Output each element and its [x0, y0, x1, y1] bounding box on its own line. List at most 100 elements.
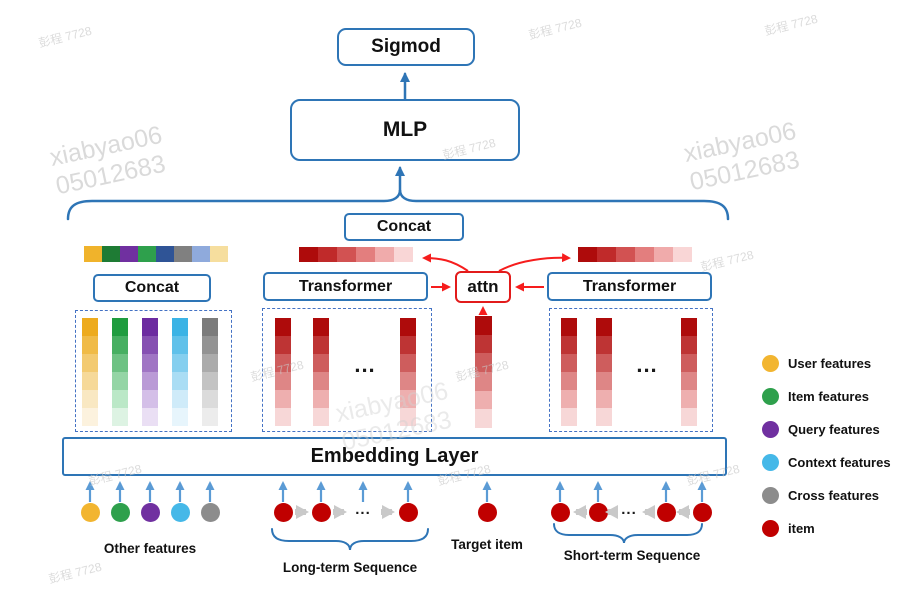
query-feature-dot — [140, 503, 160, 522]
color-segment — [112, 336, 128, 354]
color-segment — [275, 372, 291, 390]
color-segment — [616, 247, 635, 262]
color-segment — [475, 390, 492, 410]
transformer-left-output-strip — [299, 247, 413, 262]
legend-label: item — [788, 520, 815, 536]
color-segment — [681, 354, 697, 372]
short-term-item-dot — [692, 503, 712, 522]
legend: User features Item features Query featur… — [762, 354, 891, 537]
embedding-bar-context — [172, 318, 188, 426]
color-segment — [681, 318, 697, 336]
color-segment — [681, 390, 697, 408]
color-segment — [172, 408, 188, 426]
color-segment — [313, 354, 329, 372]
watermark: 彭程 7728 — [37, 23, 94, 51]
color-segment — [142, 336, 158, 354]
color-segment — [192, 246, 210, 262]
color-segment — [275, 336, 291, 354]
color-segment — [275, 318, 291, 336]
color-segment — [120, 246, 138, 262]
embedding-bar-long-item — [275, 318, 291, 426]
transformer-right-output-strip — [578, 247, 692, 262]
embedding-bar-short-item — [681, 318, 697, 426]
color-segment — [673, 247, 692, 262]
color-segment — [275, 408, 291, 426]
watermark: 彭程 7728 — [763, 11, 820, 39]
attn-to-right-strip-arrow — [498, 253, 571, 272]
color-segment — [202, 390, 218, 408]
color-segment — [337, 247, 356, 262]
color-segment — [82, 372, 98, 390]
color-segment — [356, 247, 375, 262]
mlp-box: MLP — [290, 99, 520, 161]
legend-label: User features — [788, 355, 872, 371]
legend-swatch — [762, 420, 779, 438]
color-segment — [142, 408, 158, 426]
user-feature-dot — [80, 503, 100, 522]
legend-item-context: Context features — [762, 453, 891, 471]
concat-left-box: Concat — [93, 274, 211, 302]
other-features-embedding-group — [75, 310, 232, 432]
color-segment — [400, 354, 416, 372]
color-segment — [596, 318, 612, 336]
concat-top-box: Concat — [344, 213, 464, 241]
color-segment — [275, 390, 291, 408]
embedding-input-arrows — [85, 481, 707, 502]
embedding-bar-long-item — [400, 318, 416, 426]
attn-box: attn — [455, 271, 511, 303]
watermark: 彭程 7728 — [47, 559, 104, 587]
color-segment — [112, 354, 128, 372]
color-segment — [313, 318, 329, 336]
item-feature-dot — [110, 503, 130, 522]
legend-label: Cross features — [788, 487, 880, 503]
color-segment — [475, 334, 492, 354]
cross-feature-dot — [200, 503, 220, 522]
color-segment — [578, 247, 597, 262]
color-segment — [142, 372, 158, 390]
color-segment — [681, 372, 697, 390]
color-segment — [138, 246, 156, 262]
color-segment — [400, 408, 416, 426]
long-term-item-dot — [398, 503, 418, 522]
legend-item-query: Query features — [762, 420, 891, 438]
watermark-line: xiabyao06 — [681, 116, 799, 168]
legend-swatch — [762, 486, 779, 504]
watermark-line: 05012683 — [53, 149, 168, 200]
embedding-bar-long-item — [313, 318, 329, 426]
embedding-bar-user — [82, 318, 98, 426]
long-term-embedding-group — [262, 308, 432, 432]
color-segment — [142, 390, 158, 408]
color-segment — [102, 246, 120, 262]
color-segment — [597, 247, 616, 262]
color-segment — [172, 372, 188, 390]
color-segment — [400, 318, 416, 336]
ellipsis: ... — [621, 501, 637, 518]
color-segment — [596, 336, 612, 354]
color-segment — [112, 408, 128, 426]
target-item-label: Target item — [451, 537, 523, 552]
color-segment — [82, 354, 98, 372]
color-segment — [156, 246, 174, 262]
color-segment — [654, 247, 673, 262]
legend-swatch — [762, 354, 779, 372]
color-segment — [82, 390, 98, 408]
color-segment — [112, 372, 128, 390]
legend-item-item-features: Item features — [762, 387, 891, 405]
watermark-line: xiabyao06 — [47, 120, 165, 172]
short-term-embedding-group — [549, 308, 713, 432]
ellipsis: ... — [354, 352, 376, 377]
legend-item-cross: Cross features — [762, 486, 891, 504]
legend-swatch — [762, 519, 779, 537]
embedding-bar-cross — [202, 318, 218, 426]
legend-swatch — [762, 387, 779, 405]
color-segment — [596, 354, 612, 372]
color-segment — [596, 408, 612, 426]
watermark: xiabyao06 05012683 — [47, 121, 170, 201]
color-segment — [318, 247, 337, 262]
concat-output-strip — [84, 246, 228, 262]
ellipsis: ... — [636, 352, 658, 377]
color-segment — [561, 390, 577, 408]
color-segment — [561, 408, 577, 426]
color-segment — [475, 372, 492, 391]
color-segment — [475, 409, 492, 429]
